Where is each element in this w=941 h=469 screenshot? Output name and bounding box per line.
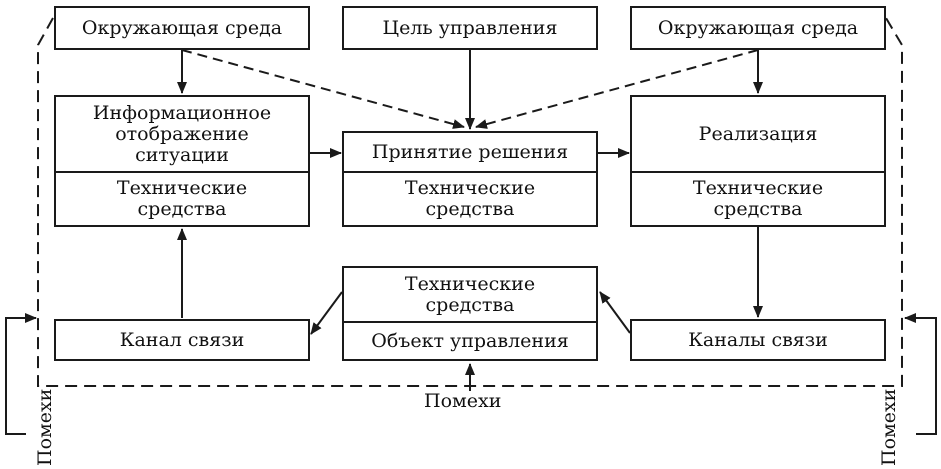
arrow-env-right-to-decision	[475, 49, 759, 129]
control-goal-box: Цель управления	[342, 6, 598, 50]
channel-right-label: Каналы связи	[688, 328, 828, 351]
environment-left-label: Окружающая среда	[81, 16, 283, 39]
control-object-means: Технические средства	[404, 272, 536, 316]
decision-label: Принятие решения	[371, 140, 569, 163]
environment-left-box: Окружающая среда	[54, 6, 310, 50]
noise-right-line	[904, 313, 937, 435]
decision-box: Принятие решения Технические средства	[342, 131, 598, 227]
realization-box: Реализация Технические средства	[630, 95, 886, 227]
arrow-channels-to-object	[599, 291, 631, 334]
channel-left-label: Канал связи	[119, 328, 245, 351]
environment-right-box: Окружающая среда	[630, 6, 886, 50]
environment-right-label: Окружающая среда	[657, 16, 859, 39]
control-object-label: Объект управления	[344, 321, 596, 359]
realization-means: Технические средства	[632, 171, 884, 225]
noise-bottom-label: Помехи	[424, 390, 502, 412]
realization-label: Реализация	[698, 122, 818, 145]
decision-means: Технические средства	[344, 171, 596, 225]
arrow-object-to-channel	[310, 291, 343, 335]
info-display-label: Информационное отображение ситуации	[92, 101, 272, 166]
control-object-box: Технические средства Объект управления	[342, 266, 598, 361]
noise-left-line	[5, 313, 37, 435]
info-display-means: Технические средства	[56, 171, 308, 225]
arrow-env-left-to-decision	[181, 49, 465, 129]
noise-right-label: Помехи	[878, 388, 900, 466]
noise-left-label: Помехи	[34, 388, 56, 466]
channel-right-box: Каналы связи	[630, 319, 886, 361]
info-display-box: Информационное отображение ситуации Техн…	[54, 95, 310, 227]
channel-left-box: Канал связи	[54, 319, 310, 361]
control-goal-label: Цель управления	[382, 16, 558, 39]
